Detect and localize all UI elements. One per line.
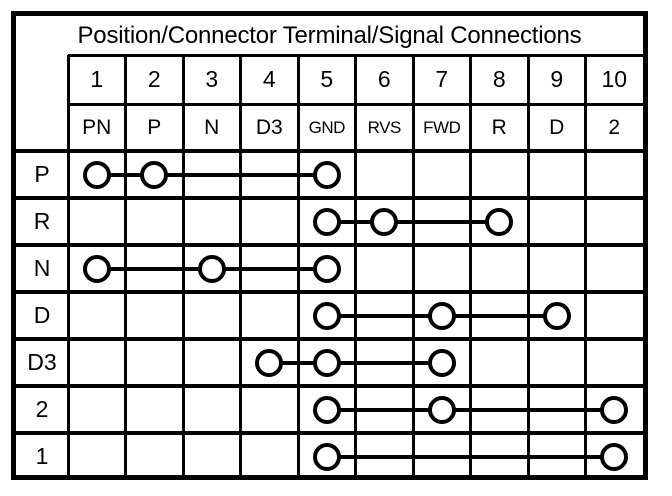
connection-line-R [326, 219, 500, 224]
grid-line-vertical [66, 55, 70, 480]
terminal-number-9: 9 [550, 66, 564, 92]
grid-line-horizontal [16, 431, 643, 435]
grid-line-vertical [411, 55, 415, 480]
signal-name-D: D [549, 115, 565, 139]
signal-name-FWD: FWD [423, 117, 461, 137]
connection-node-N-5 [312, 254, 341, 283]
terminal-number-6: 6 [377, 66, 391, 92]
connection-node-R-5 [312, 207, 341, 236]
connection-node-D-9 [542, 301, 571, 330]
grid-line-horizontal [16, 337, 643, 341]
position-label-N: N [33, 255, 51, 281]
position-label-P: P [34, 161, 50, 187]
grid-line-horizontal [16, 243, 643, 247]
terminal-number-5: 5 [320, 66, 334, 92]
signal-name-N: N [204, 115, 220, 139]
position-label-2: 2 [35, 396, 49, 422]
signal-name-PN: PN [82, 115, 112, 139]
signal-name-2: 2 [608, 115, 621, 139]
signal-name-P: P [147, 115, 162, 139]
connection-node-D3-7 [427, 348, 456, 377]
connection-node-D-5 [312, 301, 341, 330]
terminal-number-3: 3 [205, 66, 219, 92]
connection-node-P-5 [312, 160, 341, 189]
grid-line-vertical [354, 55, 357, 480]
connection-node-R-6 [370, 207, 399, 236]
grid-line-horizontal [16, 290, 643, 294]
position-label-R: R [33, 208, 51, 234]
connection-line-P [96, 172, 327, 177]
connection-chart: Position/Connector Terminal/Signal Conne… [11, 11, 648, 480]
page-title: Position/Connector Terminal/Signal Conne… [77, 21, 582, 49]
connection-node-N-3 [197, 254, 226, 283]
signal-name-R: R [491, 115, 507, 139]
grid-line-horizontal [16, 384, 643, 388]
grid-line-vertical [584, 55, 587, 480]
grid-line-vertical [469, 55, 472, 480]
connection-line-2 [326, 407, 615, 412]
terminal-number-10: 10 [601, 66, 628, 92]
connection-node-2-10 [600, 395, 629, 424]
grid-line-vertical [526, 55, 530, 480]
terminal-number-8: 8 [492, 66, 506, 92]
terminal-number-1: 1 [90, 66, 104, 92]
position-label-D: D [33, 302, 51, 328]
signal-name-D3: D3 [255, 115, 283, 139]
grid-line-horizontal [16, 196, 643, 200]
terminal-number-4: 4 [262, 66, 276, 92]
connection-node-2-7 [427, 395, 456, 424]
connection-node-R-8 [485, 207, 514, 236]
connection-node-P-1 [82, 160, 111, 189]
grid-line-horizontal [16, 149, 643, 153]
position-label-1: 1 [35, 443, 49, 469]
position-label-D3: D3 [27, 349, 57, 375]
connection-line-D3 [269, 360, 442, 365]
chart-title-bar: Position/Connector Terminal/Signal Conne… [16, 16, 643, 55]
connection-node-N-1 [82, 254, 111, 283]
signal-name-GND: GND [308, 117, 346, 137]
connection-line-1 [326, 454, 615, 459]
connection-node-D-7 [427, 301, 456, 330]
terminal-number-2: 2 [147, 66, 161, 92]
signal-name-RVS: RVS [367, 117, 402, 137]
connection-node-2-5 [312, 395, 341, 424]
terminal-number-7: 7 [435, 66, 449, 92]
connection-node-D3-4 [255, 348, 284, 377]
connection-node-P-2 [140, 160, 169, 189]
connection-node-D3-5 [312, 348, 341, 377]
connection-node-1-10 [600, 442, 629, 471]
connection-node-1-5 [312, 442, 341, 471]
